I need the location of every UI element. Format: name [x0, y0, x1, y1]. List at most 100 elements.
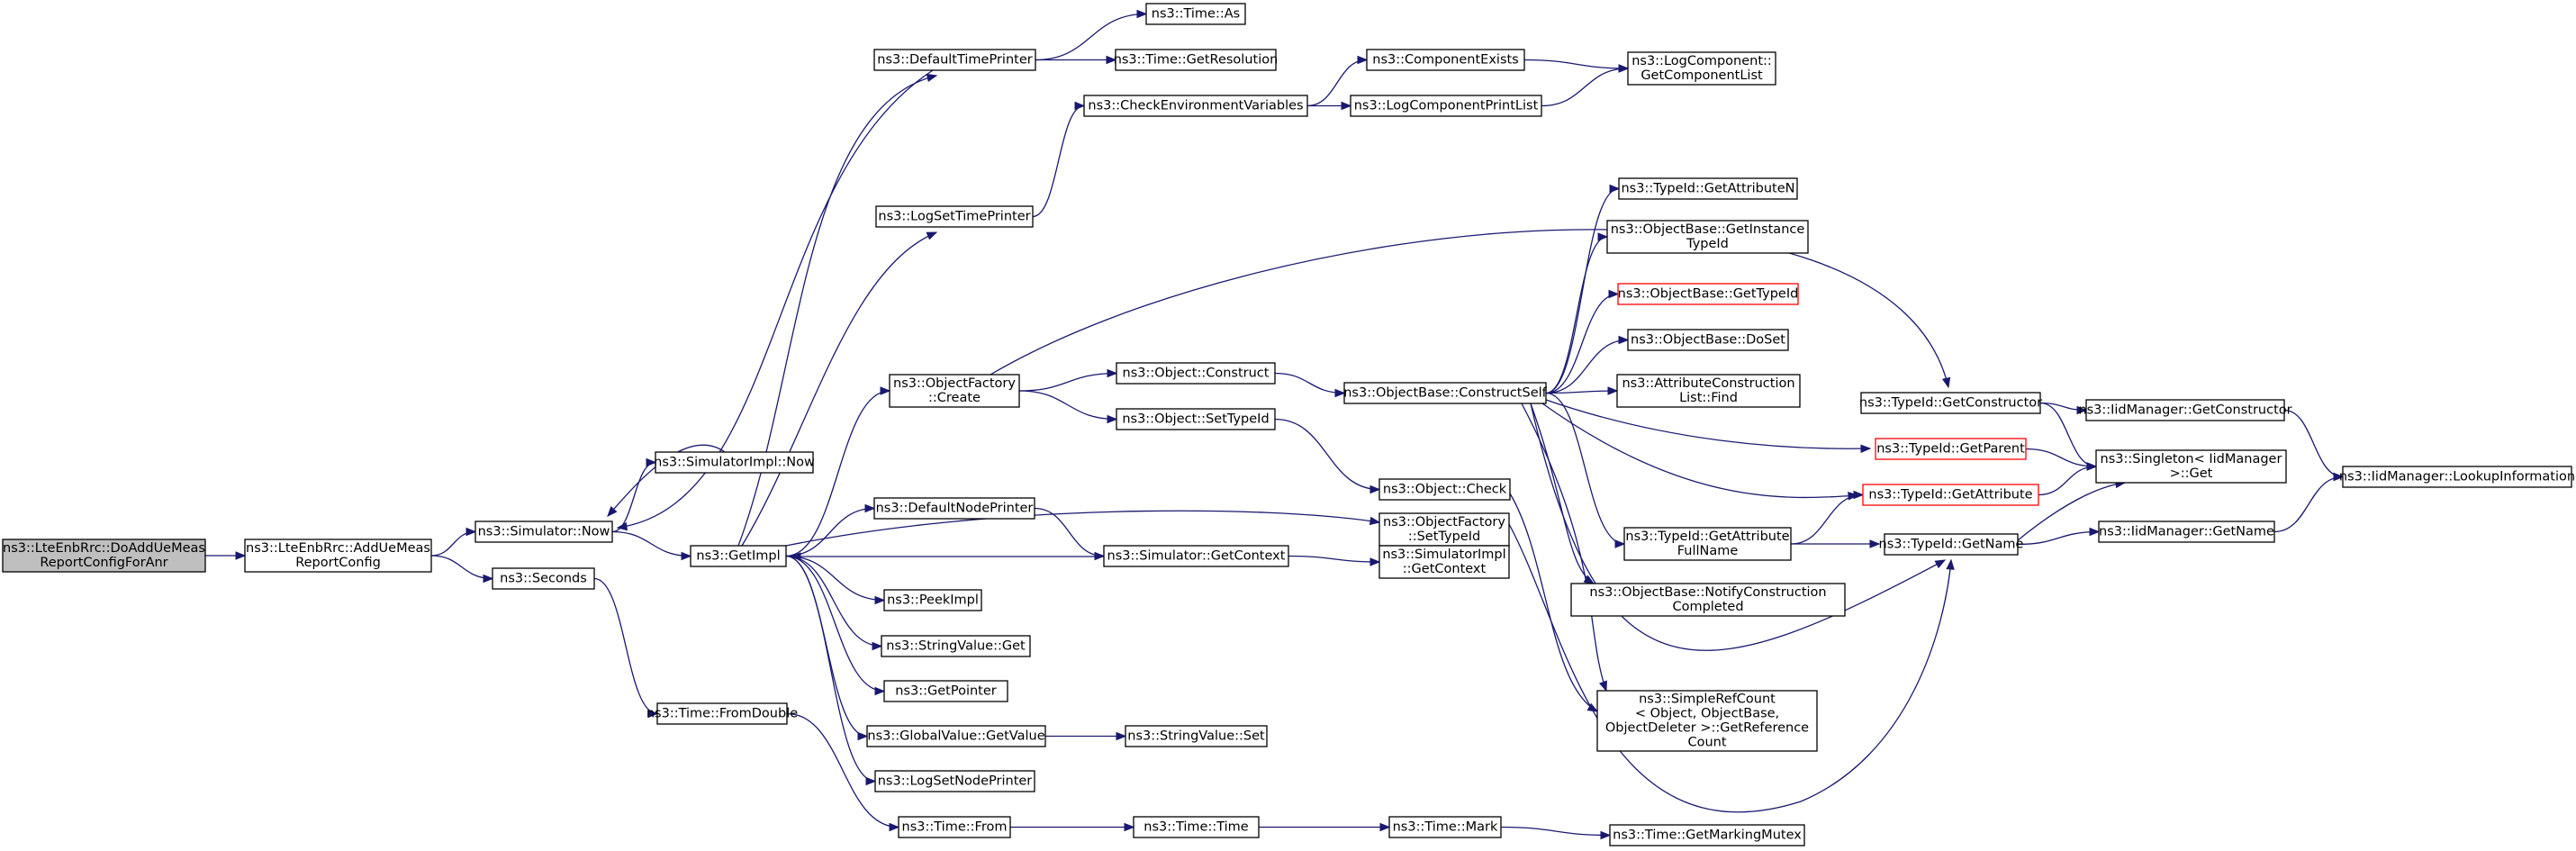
node-n12[interactable]: ns3::StringValue::Get	[881, 635, 1031, 657]
node-n11[interactable]: ns3::PeekImpl	[883, 589, 982, 611]
node-n35[interactable]: ns3::ObjectBase::GetTypeId	[1617, 283, 1799, 305]
node-n29[interactable]: ns3::ObjectFactory::SetTypeId	[1378, 512, 1510, 547]
node-box[interactable]	[1618, 177, 1798, 200]
node-box[interactable]	[1860, 392, 2041, 414]
node-n8[interactable]: ns3::LogSetTimePrinter	[875, 205, 1034, 228]
node-n27[interactable]: ns3::ObjectBase::ConstructSelf	[1343, 382, 1548, 404]
node-n40[interactable]: ns3::SimpleRefCount< Object, ObjectBase,…	[1596, 690, 1818, 752]
node-n47[interactable]: ns3::Singleton< IidManager >::Get	[2095, 449, 2287, 484]
node-box[interactable]	[1116, 408, 1276, 430]
node-n18[interactable]: ns3::Time::GetResolution	[1114, 49, 1279, 71]
node-box[interactable]	[1570, 583, 1846, 617]
node-box[interactable]	[1388, 816, 1502, 838]
node-box[interactable]	[1125, 725, 1268, 747]
node-n2[interactable]: ns3::Simulator::Now	[475, 521, 613, 543]
node-box[interactable]	[873, 49, 1036, 71]
node-n46[interactable]: ns3::IidManager::GetConstructor	[2078, 399, 2292, 421]
node-box[interactable]	[492, 567, 595, 590]
node-n42[interactable]: ns3::TypeId::GetConstructor	[1859, 392, 2042, 414]
node-box[interactable]	[2342, 466, 2572, 488]
node-box[interactable]	[889, 374, 1020, 408]
node-box[interactable]	[881, 635, 1031, 657]
node-n9[interactable]: ns3::ObjectFactory::Create	[889, 374, 1020, 408]
node-n14[interactable]: ns3::GlobalValue::GetValue	[866, 725, 1046, 747]
node-box[interactable]	[1623, 527, 1792, 561]
node-n5[interactable]: ns3::GetImpl	[690, 545, 787, 567]
node-box[interactable]	[1616, 374, 1801, 408]
node-box[interactable]	[1606, 220, 1809, 254]
node-box[interactable]	[2098, 521, 2275, 543]
node-box[interactable]	[1884, 533, 2019, 556]
node-box[interactable]	[1609, 824, 1805, 846]
node-box[interactable]	[873, 497, 1035, 520]
node-box[interactable]	[874, 770, 1035, 792]
node-n15[interactable]: ns3::LogSetNodePrinter	[874, 770, 1035, 792]
node-n7[interactable]: ns3::DefaultTimePrinter	[873, 49, 1036, 71]
node-n20[interactable]: ns3::Object::Construct	[1116, 362, 1276, 385]
node-box[interactable]	[2095, 449, 2287, 484]
node-box[interactable]	[1343, 382, 1547, 404]
node-n23[interactable]: ns3::StringValue::Set	[1125, 725, 1268, 747]
node-n44[interactable]: ns3::TypeId::GetAttribute	[1862, 484, 2039, 506]
node-box[interactable]	[2, 539, 206, 573]
node-box[interactable]	[1378, 478, 1511, 501]
node-box[interactable]	[1617, 283, 1799, 305]
node-box[interactable]	[1627, 329, 1789, 351]
node-box[interactable]	[1875, 438, 2027, 460]
node-box[interactable]	[1116, 362, 1276, 385]
node-n0[interactable]: ns3::LteEnbRrc::DoAddUeMeasReportConfigF…	[2, 539, 206, 573]
node-n16[interactable]: ns3::Time::From	[898, 816, 1011, 838]
node-box[interactable]	[1083, 95, 1308, 117]
node-box[interactable]	[883, 589, 982, 611]
node-box[interactable]	[690, 545, 787, 567]
node-n45[interactable]: ns3::TypeId::GetName	[1879, 533, 2024, 556]
node-box[interactable]	[1627, 51, 1776, 86]
node-n28[interactable]: ns3::Object::Check	[1378, 478, 1511, 501]
node-n26[interactable]: ns3::LogComponentPrintList	[1350, 95, 1542, 117]
node-box[interactable]	[475, 521, 613, 543]
node-n48[interactable]: ns3::IidManager::GetName	[2098, 521, 2275, 543]
node-box[interactable]	[866, 725, 1046, 747]
node-box[interactable]	[1115, 49, 1277, 71]
node-n36[interactable]: ns3::ObjectBase::DoSet	[1627, 329, 1789, 351]
node-n24[interactable]: ns3::Time::Time	[1133, 816, 1260, 838]
node-box[interactable]	[1103, 545, 1289, 567]
node-n22[interactable]: ns3::Simulator::GetContext	[1103, 545, 1289, 567]
node-n19[interactable]: ns3::CheckEnvironmentVariables	[1083, 95, 1308, 117]
node-box[interactable]	[898, 816, 1011, 838]
node-n39[interactable]: ns3::ObjectBase::NotifyConstructionCompl…	[1570, 583, 1846, 617]
node-n13[interactable]: ns3::GetPointer	[883, 680, 1008, 702]
node-box[interactable]	[875, 205, 1034, 228]
node-n43[interactable]: ns3::TypeId::GetParent	[1875, 438, 2027, 460]
node-n30[interactable]: ns3::SimulatorImpl::GetContext	[1378, 545, 1510, 579]
node-box[interactable]	[244, 539, 432, 573]
node-n21[interactable]: ns3::Object::SetTypeId	[1116, 408, 1276, 430]
node-n32[interactable]: ns3::LogComponent::GetComponentList	[1627, 51, 1776, 86]
node-n49[interactable]: ns3::IidManager::LookupInformation	[2339, 466, 2575, 488]
node-n6[interactable]: ns3::Time::FromDouble	[646, 702, 798, 725]
node-box[interactable]	[1862, 484, 2039, 506]
node-box[interactable]	[655, 451, 814, 474]
node-n10[interactable]: ns3::DefaultNodePrinter	[873, 497, 1035, 520]
node-box[interactable]	[1366, 49, 1525, 71]
node-box[interactable]	[1350, 95, 1542, 117]
node-box[interactable]	[1596, 690, 1818, 752]
node-n4[interactable]: ns3::SimulatorImpl::Now	[654, 451, 815, 474]
node-box[interactable]	[2085, 399, 2285, 421]
node-n33[interactable]: ns3::TypeId::GetAttributeN	[1618, 177, 1798, 200]
node-n3[interactable]: ns3::Seconds	[492, 567, 595, 590]
node-n41[interactable]: ns3::Time::GetMarkingMutex	[1609, 824, 1805, 846]
node-box[interactable]	[1145, 3, 1246, 25]
node-n25[interactable]: ns3::ComponentExists	[1366, 49, 1525, 71]
node-box[interactable]	[656, 702, 788, 725]
node-box[interactable]	[1133, 816, 1260, 838]
node-box[interactable]	[883, 680, 1008, 702]
node-box[interactable]	[1378, 512, 1510, 547]
node-box[interactable]	[1378, 545, 1510, 579]
node-n17[interactable]: ns3::Time::As	[1145, 3, 1246, 25]
node-n31[interactable]: ns3::Time::Mark	[1388, 816, 1502, 838]
